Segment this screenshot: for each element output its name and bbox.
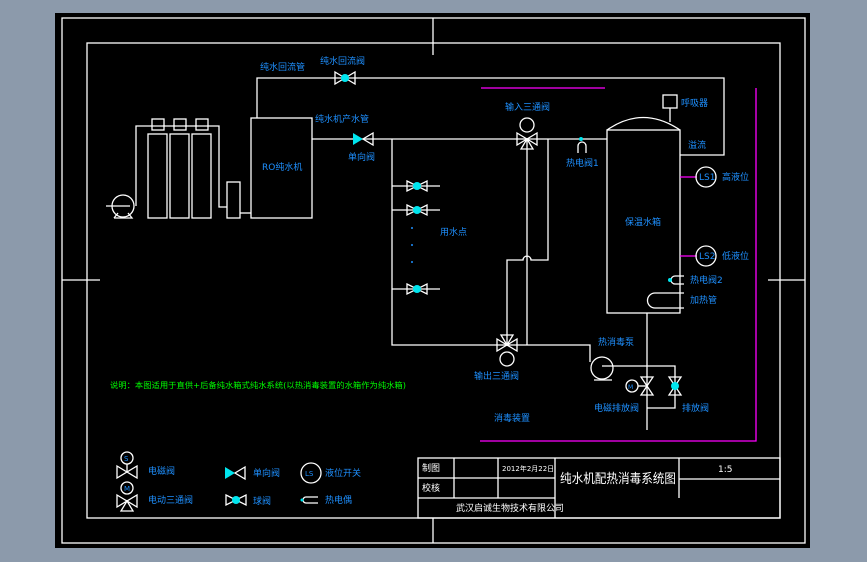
date: 2012年2月22日 xyxy=(502,464,554,473)
overflow-label: 溢流 xyxy=(688,139,706,151)
level-switch-ls1-icon: LS1 xyxy=(680,166,717,188)
ro-machine-label: RO纯水机 xyxy=(262,161,302,173)
scale: 1:5 xyxy=(718,465,732,475)
use-point-label: 用水点 xyxy=(440,226,467,238)
check-valve-label: 单向阀 xyxy=(348,151,375,163)
thermocouple-1-label: 热电阀1 xyxy=(566,157,599,169)
high-level-label: 高液位 xyxy=(722,171,749,183)
sterilization-unit-label: 消毒装置 xyxy=(494,412,530,424)
drawn-by-label: 制图 xyxy=(422,462,440,474)
signal-lines xyxy=(480,87,757,442)
ball-valve-icon[interactable] xyxy=(406,282,428,296)
output-3way-valve-icon[interactable] xyxy=(496,334,518,367)
svg-text:M: M xyxy=(628,384,633,391)
title-block: 制图 校核 2012年2月22日 纯水机配热消毒系统图 1:5 武汉启诚生物技术… xyxy=(417,457,781,519)
sterilization-pump-label: 热消毒泵 xyxy=(598,336,634,348)
low-level-label: 低液位 xyxy=(722,250,749,262)
return-pipe xyxy=(256,77,725,156)
svg-text:LS2: LS2 xyxy=(699,252,715,262)
ro-machine: RO纯水机 xyxy=(250,117,313,219)
drain-valve-label: 排放阀 xyxy=(682,402,709,414)
level-switch-ls2-icon: LS2 xyxy=(680,245,717,267)
ball-valve-icon[interactable] xyxy=(406,179,428,193)
feed-pump xyxy=(106,194,135,219)
tank-label: 保温水箱 xyxy=(625,216,661,228)
note-text: 说明：本图适用于直供+后备纯水箱式纯水系统(以热消毒装置的水箱作为纯水箱) xyxy=(110,380,406,390)
thermocouple-2-icon xyxy=(668,275,684,285)
check-valve-icon[interactable] xyxy=(353,131,374,147)
return-valve-label: 纯水回流阀 xyxy=(320,55,365,67)
svg-text:S: S xyxy=(124,455,129,463)
legend-level-switch: 液位开关 xyxy=(325,467,361,479)
output-3way-label: 输出三通阀 xyxy=(474,370,519,382)
company-name: 武汉启诚生物技术有限公司 xyxy=(456,502,564,514)
legend-solenoid-valve: 电磁阀 xyxy=(148,465,175,477)
thermocouple-1-icon xyxy=(577,137,587,153)
distribution-pipe xyxy=(391,139,591,362)
legend: S 电磁阀 M 电动三通阀 单向阀 球阀 LS 液位开关 热电偶 xyxy=(116,451,361,512)
ball-valve-icon[interactable] xyxy=(406,203,428,217)
svg-text:LS1: LS1 xyxy=(699,173,715,183)
legend-ball-valve: 球阀 xyxy=(253,495,271,507)
drawing-title: 纯水机配热消毒系统图 xyxy=(560,472,676,487)
return-ball-valve-icon[interactable] xyxy=(334,70,356,86)
loop-pipes xyxy=(506,139,549,345)
sterilization-pump-icon xyxy=(590,356,614,381)
checked-by-label: 校核 xyxy=(422,482,440,494)
filter-columns xyxy=(135,118,251,219)
return-pipe-label: 纯水回流管 xyxy=(260,61,305,73)
thermocouple-2-label: 热电阀2 xyxy=(690,274,723,286)
heating-tube-icon xyxy=(646,292,684,309)
svg-text:M: M xyxy=(124,485,130,493)
solenoid-drain-valve-icon[interactable]: M xyxy=(625,376,655,396)
drain-ball-valve-icon[interactable] xyxy=(667,376,683,396)
legend-thermocouple: 热电偶 xyxy=(325,494,352,506)
insulated-tank: 保温水箱 xyxy=(606,94,681,314)
use-point-valves xyxy=(392,179,440,296)
drawing-canvas xyxy=(55,13,810,548)
input-3way-valve-icon[interactable] xyxy=(516,117,538,150)
svg-text:LS: LS xyxy=(305,470,314,478)
legend-motor-3way-valve: 电动三通阀 xyxy=(148,494,193,506)
input-3way-label: 输入三通阀 xyxy=(505,101,550,113)
legend-check-valve: 单向阀 xyxy=(253,467,280,479)
breather-label: 呼吸器 xyxy=(681,98,708,109)
product-pipe-label: 纯水机产水管 xyxy=(315,113,369,125)
heating-tube-label: 加热管 xyxy=(690,294,717,306)
solenoid-drain-label: 电磁排放阀 xyxy=(594,402,639,414)
